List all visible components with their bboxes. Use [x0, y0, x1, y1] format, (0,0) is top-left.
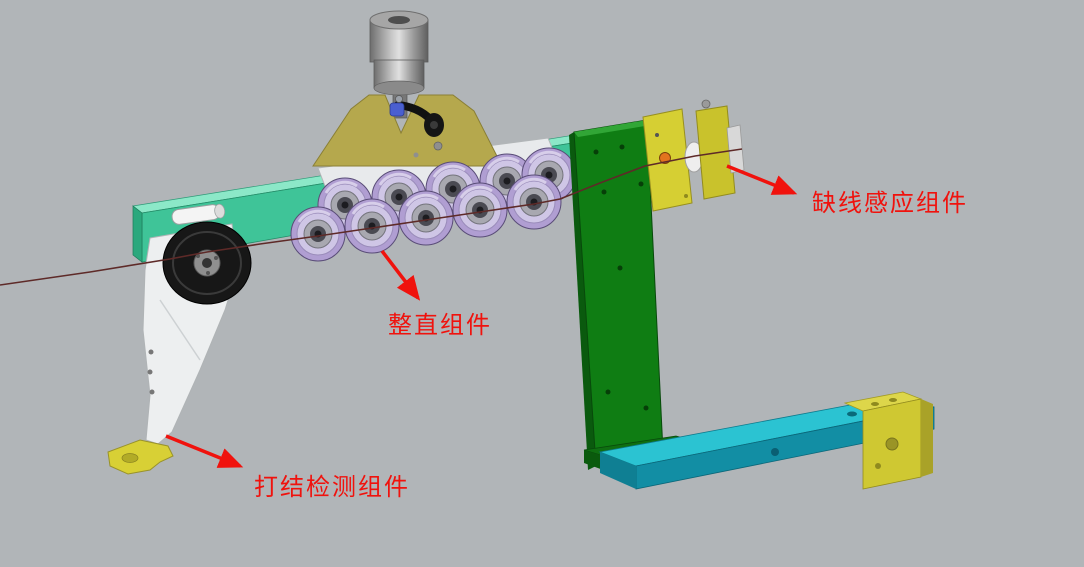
cylinder-bottom-cap [373, 80, 425, 96]
plate-hole [643, 405, 649, 411]
guide-pin-end [214, 203, 226, 219]
label-wire-missing-sensor: 缺线感应组件 [812, 190, 968, 217]
wheel-spoke-bolt [214, 256, 218, 260]
wire [0, 148, 743, 286]
bracket-bolt [413, 152, 419, 158]
sensor-hole [684, 194, 688, 198]
yellow-block-hole [889, 398, 897, 402]
wheel-spoke-bolt [196, 254, 200, 258]
wheel-ring [172, 231, 242, 295]
wheel-hub-center [202, 258, 212, 268]
bracket-bolt [433, 141, 443, 151]
plate-hole [601, 189, 607, 195]
top-press-unit [312, 10, 503, 167]
plate-hole [617, 265, 623, 271]
beam-end-cap [132, 205, 143, 263]
plate-hole [605, 389, 611, 395]
yellow-block-bore [885, 437, 899, 451]
guide-pin [171, 203, 226, 225]
yellow-block-hole [875, 463, 881, 469]
arm-end-face [600, 452, 636, 489]
vertical-support-plate [569, 119, 664, 470]
roller [505, 173, 563, 231]
arrow-straightening [380, 249, 421, 301]
arrow-wire-sensor [726, 164, 798, 195]
sensor-screw [701, 99, 711, 109]
cylinder-top-hole [388, 16, 410, 24]
plate-hole [638, 181, 644, 187]
yellow-block-hole [871, 402, 879, 406]
bracket-edge-line [159, 299, 201, 361]
annotation-arrows [165, 164, 798, 468]
base-arm-assembly [583, 391, 935, 490]
clamp-blue-block [389, 102, 405, 117]
plate-hole [619, 144, 625, 150]
wheel-spoke-bolt [206, 271, 210, 275]
plate-top-face [574, 120, 651, 137]
bracket-screw [147, 369, 153, 375]
arm-hole [847, 411, 857, 417]
press-bracket [312, 94, 503, 167]
detection-hook [107, 439, 174, 475]
clamp-screw [395, 95, 403, 103]
hook-slot [121, 453, 139, 463]
clamp-knob-center [430, 121, 438, 129]
label-knot-detection: 打结检测组件 [254, 474, 410, 501]
plate-side-face [569, 132, 596, 470]
label-straightening-unit: 整直组件 [388, 312, 492, 339]
yellow-block-side [921, 399, 933, 477]
knot-detection-unit [107, 203, 252, 475]
arm-front-hole [771, 448, 779, 456]
sensor-side-bracket [726, 124, 745, 174]
arrow-knot-detection [165, 434, 244, 468]
sensor-screw [655, 133, 659, 137]
bracket-screw [148, 349, 154, 355]
plate-hole [593, 149, 599, 155]
bracket-screw [149, 389, 155, 395]
